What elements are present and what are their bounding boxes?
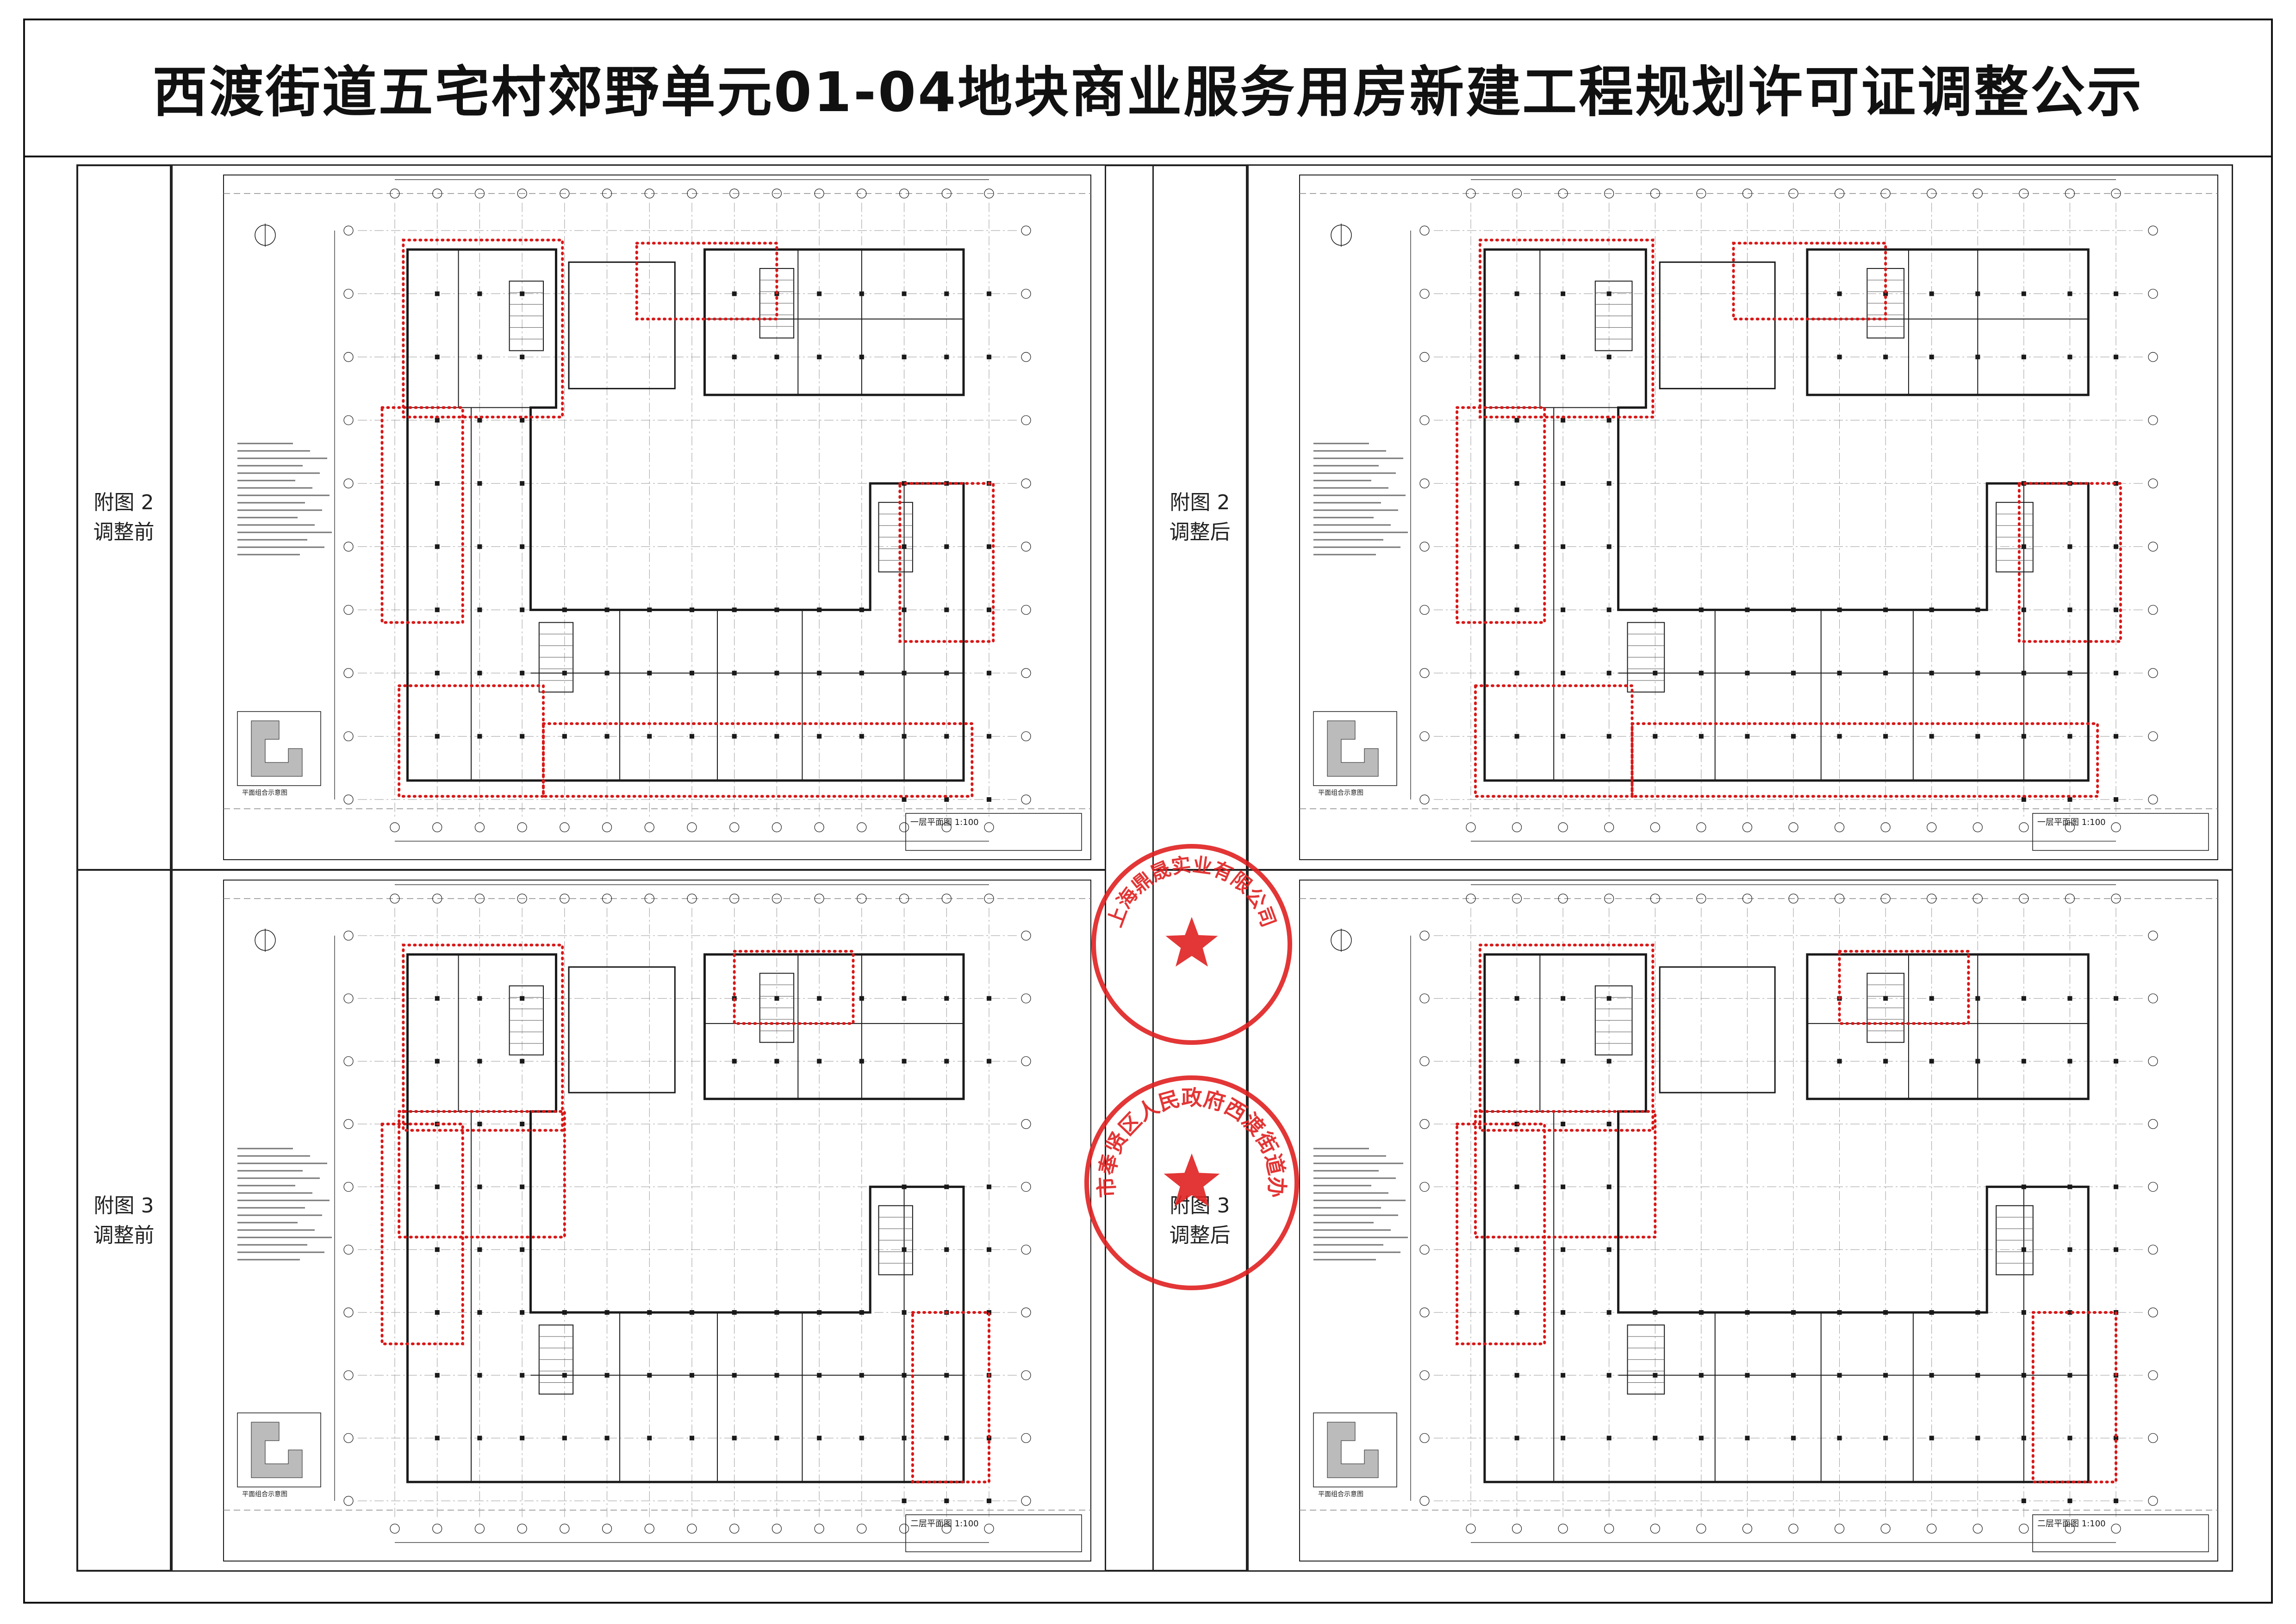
scale-label: 二层平面图 1:100 [910, 1519, 979, 1529]
title-bar: 西渡街道五宅村郊野单元01-04地块商业服务用房新建工程规划许可证调整公示 [23, 19, 2273, 157]
floor-plan-sheet-3-before: 平面组合示意图二层平面图 1:100 [171, 869, 1106, 1572]
keyplan-label: 平面组合示意图 [242, 1490, 287, 1498]
caption-line2: 调整后 [1169, 1223, 1231, 1247]
caption-line1: 附图 2 [1170, 490, 1230, 514]
floor-plan-sheet-3-after: 平面组合示意图二层平面图 1:100 [1247, 869, 2233, 1572]
document-title: 西渡街道五宅村郊野单元01-04地块商业服务用房新建工程规划许可证调整公示 [152, 60, 2144, 124]
caption-line2: 调整后 [1169, 520, 1231, 544]
scale-label: 一层平面图 1:100 [910, 818, 979, 827]
caption-line2: 调整前 [93, 1223, 155, 1247]
floor-plan-sheet-2-after: 平面组合示意图一层平面图 1:100 [1247, 164, 2233, 870]
seal-graphic: 上海鼎晟实业有限公司 [1091, 844, 1292, 1045]
scale-label: 一层平面图 1:100 [2037, 818, 2106, 827]
scale-label: 二层平面图 1:100 [2037, 1519, 2106, 1529]
panel-caption-bottom-left: 附图 3 调整前 [76, 869, 171, 1572]
outer-frame [23, 19, 2273, 1604]
company-seal: 上海鼎晟实业有限公司 [1090, 843, 1294, 1046]
floor-plan-sheet-2-before: 平面组合示意图一层平面图 1:100 [171, 164, 1106, 870]
government-seal: 上海市奉贤区人民政府西渡街道办事处 [1072, 1055, 1300, 1292]
star-icon [1164, 1153, 1220, 1207]
caption-line1: 附图 2 [93, 490, 154, 514]
star-icon [1165, 917, 1218, 967]
keyplan-label: 平面组合示意图 [1318, 1490, 1363, 1498]
panel-caption-top-right: 附图 2 调整后 [1152, 164, 1247, 870]
panel-caption-bottom-right: 附图 3 调整后 [1152, 869, 1247, 1572]
caption-line2: 调整前 [93, 520, 155, 544]
keyplan-label: 平面组合示意图 [242, 789, 287, 797]
seal-graphic: 上海市奉贤区人民政府西渡街道办事处 [1072, 1055, 1299, 1290]
keyplan-label: 平面组合示意图 [1318, 789, 1363, 797]
panel-caption-top-left: 附图 2 调整前 [76, 164, 171, 870]
caption-line1: 附图 3 [93, 1193, 154, 1218]
